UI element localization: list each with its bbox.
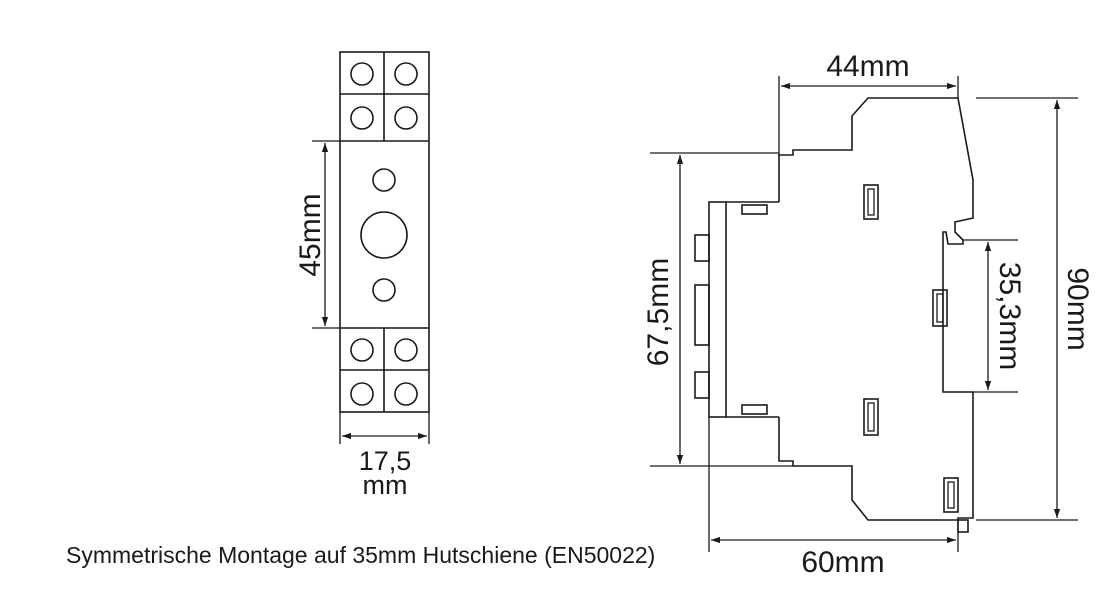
dimension-67-5mm: 67,5mm xyxy=(642,152,793,467)
dimension-45mm: 45mm xyxy=(294,140,340,329)
dim-label-17-5: 17,5 xyxy=(359,446,412,476)
bottom-terminal-screws xyxy=(350,338,418,406)
dimension-44mm: 44mm xyxy=(778,50,959,155)
dim-label-67-5mm: 67,5mm xyxy=(642,258,675,366)
dim-label-17-5-unit: mm xyxy=(363,470,408,500)
dimension-60mm: 60mm xyxy=(708,417,959,579)
caption: Symmetrische Montage auf 35mm Hutschiene… xyxy=(66,542,655,568)
din-rail xyxy=(694,201,779,418)
center-indicators xyxy=(360,168,408,302)
dim-label-60mm: 60mm xyxy=(801,546,884,579)
side-view: 44mm 67,5mm 35,3mm 90mm 60mm xyxy=(642,50,1094,579)
dim-label-90mm: 90mm xyxy=(1061,267,1094,350)
housing-slots xyxy=(863,184,969,533)
front-view: 45mm 17,5 mm xyxy=(294,51,430,500)
dimension-35-3mm: 35,3mm xyxy=(963,239,1026,393)
dim-label-44mm: 44mm xyxy=(826,50,909,83)
side-housing-outline xyxy=(778,97,974,521)
top-terminal-screws xyxy=(350,62,418,130)
dim-label-35-3mm: 35,3mm xyxy=(993,262,1026,370)
dim-label-45mm: 45mm xyxy=(294,193,327,276)
dimension-17-5mm: 17,5 mm xyxy=(339,412,430,500)
dimension-90mm: 90mm xyxy=(976,97,1094,521)
